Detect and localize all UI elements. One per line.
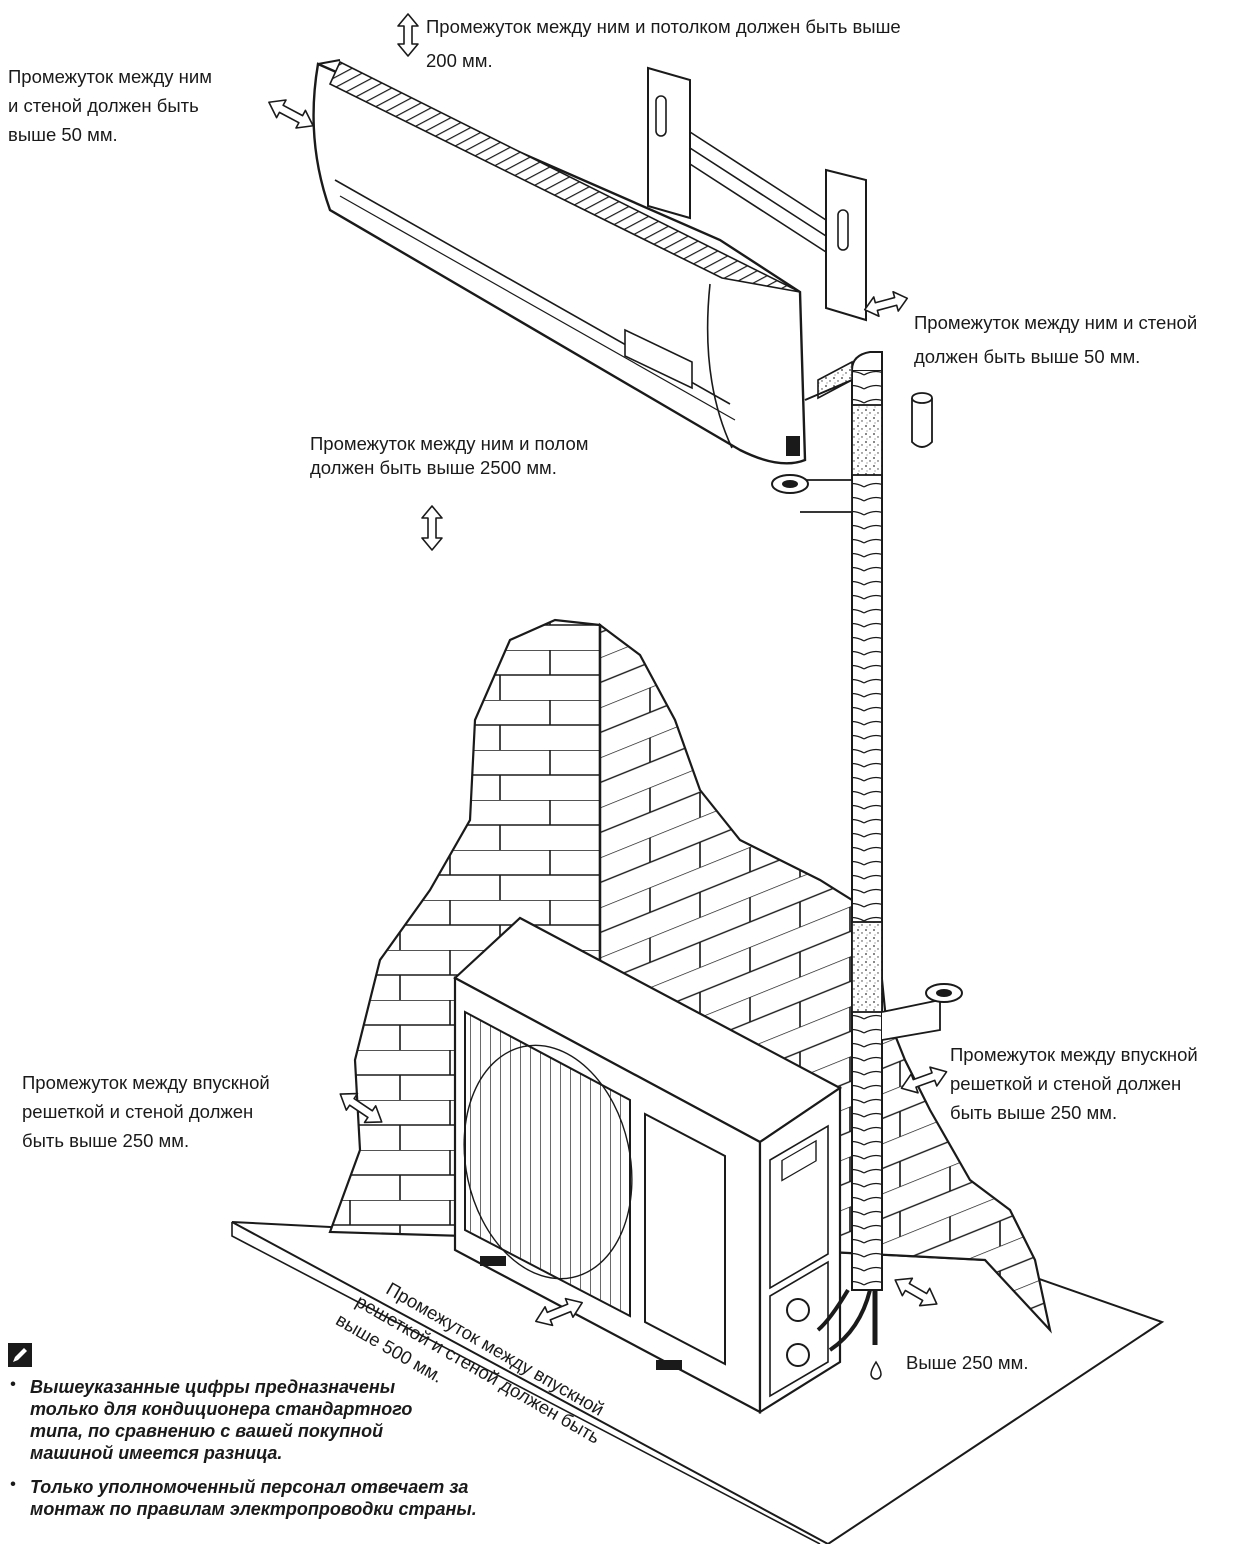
notes-block: • Вышеуказанные цифры предназначены толь… (8, 1376, 568, 1532)
pipe-wall-clip-top (771, 474, 853, 513)
outdoor-unit (453, 916, 843, 1414)
arrow-floor-icon (421, 505, 443, 551)
indoor-unit (312, 59, 807, 465)
bullet-icon: • (10, 1476, 16, 1493)
label-ceiling-clearance: Промежуток между ним и потолком должен б… (426, 16, 901, 71)
label-floor-clearance: Промежуток между ним и полом должен быть… (310, 433, 589, 478)
bullet-icon: • (10, 1376, 16, 1393)
label-outdoor-right-clearance: Промежуток между впускной решеткой и сте… (950, 1044, 1198, 1123)
wall-sleeve (911, 392, 933, 448)
arrow-outdoor-side-icon (894, 1277, 938, 1307)
arrow-outdoor-right-icon (900, 1066, 948, 1094)
arrow-outdoor-left-icon (339, 1092, 383, 1124)
label-outdoor-side-clearance: Выше 250 мм. (906, 1352, 1029, 1373)
pencil-note-icon (8, 1343, 32, 1367)
arrow-outdoor-front-icon (535, 1297, 583, 1327)
label-left-wall-clearance: Промежуток между ним и стеной должен быт… (8, 66, 212, 145)
arrow-left-wall-icon (268, 99, 314, 129)
label-outdoor-left-clearance: Промежуток между впускной решеткой и сте… (22, 1072, 270, 1151)
note-item: • Вышеуказанные цифры предназначены толь… (10, 1376, 413, 1463)
arrow-ceiling-icon (397, 13, 419, 57)
note-item: • Только уполномоченный персонал отвечае… (10, 1476, 477, 1519)
arrow-right-wall-icon (863, 290, 909, 318)
pipe-wall-clip-bottom (881, 983, 963, 1041)
pipe-bundle (804, 351, 883, 1380)
mounting-plate (647, 66, 867, 322)
label-right-wall-clearance: Промежуток между ним и стеной должен быт… (914, 312, 1198, 367)
